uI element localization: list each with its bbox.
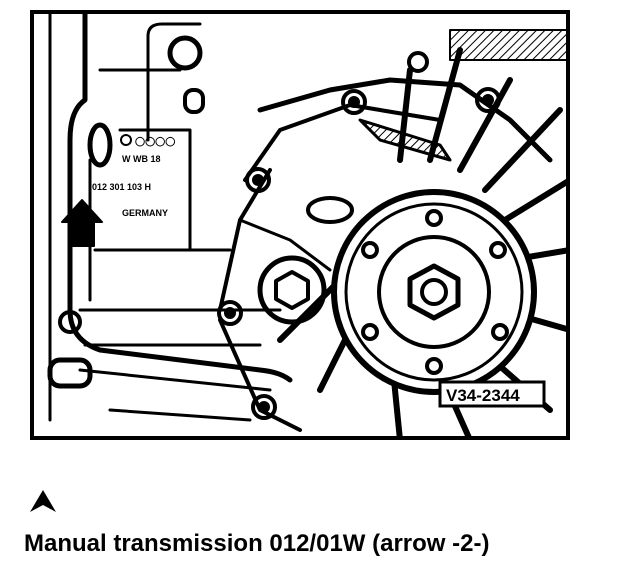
reference-label: V34-2344 [446,386,520,405]
drive-flange [331,189,537,395]
up-arrow-icon[interactable] [28,488,58,514]
arrow-2-marker [61,199,103,247]
part-marking-logo: ◯◯◯◯ [135,136,175,147]
transmission-illustration: ◯◯◯◯ W WB 18 012 301 103 H GERMANY V34-2… [30,10,570,440]
drain-plug [274,270,310,310]
flange-outline [257,77,553,163]
transmission-drawing: ◯◯◯◯ W WB 18 012 301 103 H GERMANY V34-2… [30,10,570,440]
part-marking-line3: GERMANY [122,208,168,218]
pipe-fitting [167,35,203,71]
part-marking-line2: 012 301 103 H [92,182,151,192]
up-arrow-icon-glyph [30,490,56,512]
part-marking-line1: W WB 18 [122,154,161,164]
flange-nut [407,263,461,321]
reference-label-box: V34-2344 [438,380,546,408]
mounting-bolts [217,51,501,420]
figure-caption: Manual transmission 012/01W (arrow -2-) [24,530,490,557]
part-marking: ◯◯◯◯ W WB 18 012 301 103 H GERMANY [92,134,175,218]
